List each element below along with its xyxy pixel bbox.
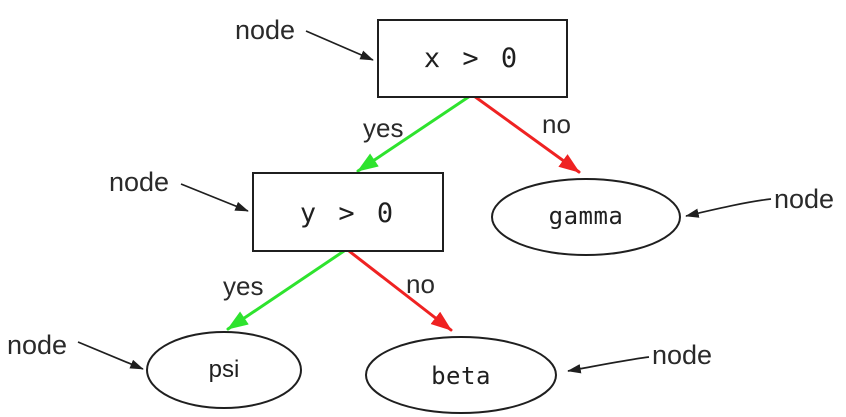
decision-node-box bbox=[252, 172, 444, 252]
edge-root-no bbox=[472, 94, 581, 174]
annotation-label-decision: node bbox=[109, 167, 169, 197]
annotation-arrow-root bbox=[305, 30, 374, 61]
gamma-node-ellipse bbox=[491, 178, 681, 256]
edge-root-yes bbox=[356, 94, 472, 173]
gamma-node-label: gamma bbox=[549, 202, 624, 230]
annotation-label-beta: node bbox=[652, 340, 712, 370]
edge-label-no-2: no bbox=[406, 269, 435, 299]
annotation-arrow-psi bbox=[77, 341, 144, 370]
edge-decision-no bbox=[347, 249, 453, 332]
decision-node-label: y > 0 bbox=[300, 198, 396, 229]
annotation-arrow-beta bbox=[567, 356, 650, 374]
edge-label-yes-1: yes bbox=[363, 113, 403, 143]
beta-node-label: beta bbox=[431, 362, 491, 390]
annotation-label-gamma: node bbox=[774, 184, 834, 214]
edge-decision-yes bbox=[226, 249, 346, 331]
annotation-label-psi: node bbox=[7, 330, 67, 360]
psi-node-ellipse bbox=[146, 331, 302, 409]
root-node-label: x > 0 bbox=[424, 43, 520, 74]
beta-node-ellipse bbox=[365, 336, 557, 414]
edge-label-no-1: no bbox=[542, 109, 571, 139]
edge-label-yes-2: yes bbox=[223, 271, 263, 301]
root-node-box bbox=[377, 19, 568, 98]
psi-node-label: psi bbox=[209, 356, 240, 383]
annotation-arrow-gamma bbox=[685, 198, 772, 218]
annotation-arrow-decision bbox=[180, 183, 249, 212]
annotation-label-root: node bbox=[235, 15, 295, 45]
